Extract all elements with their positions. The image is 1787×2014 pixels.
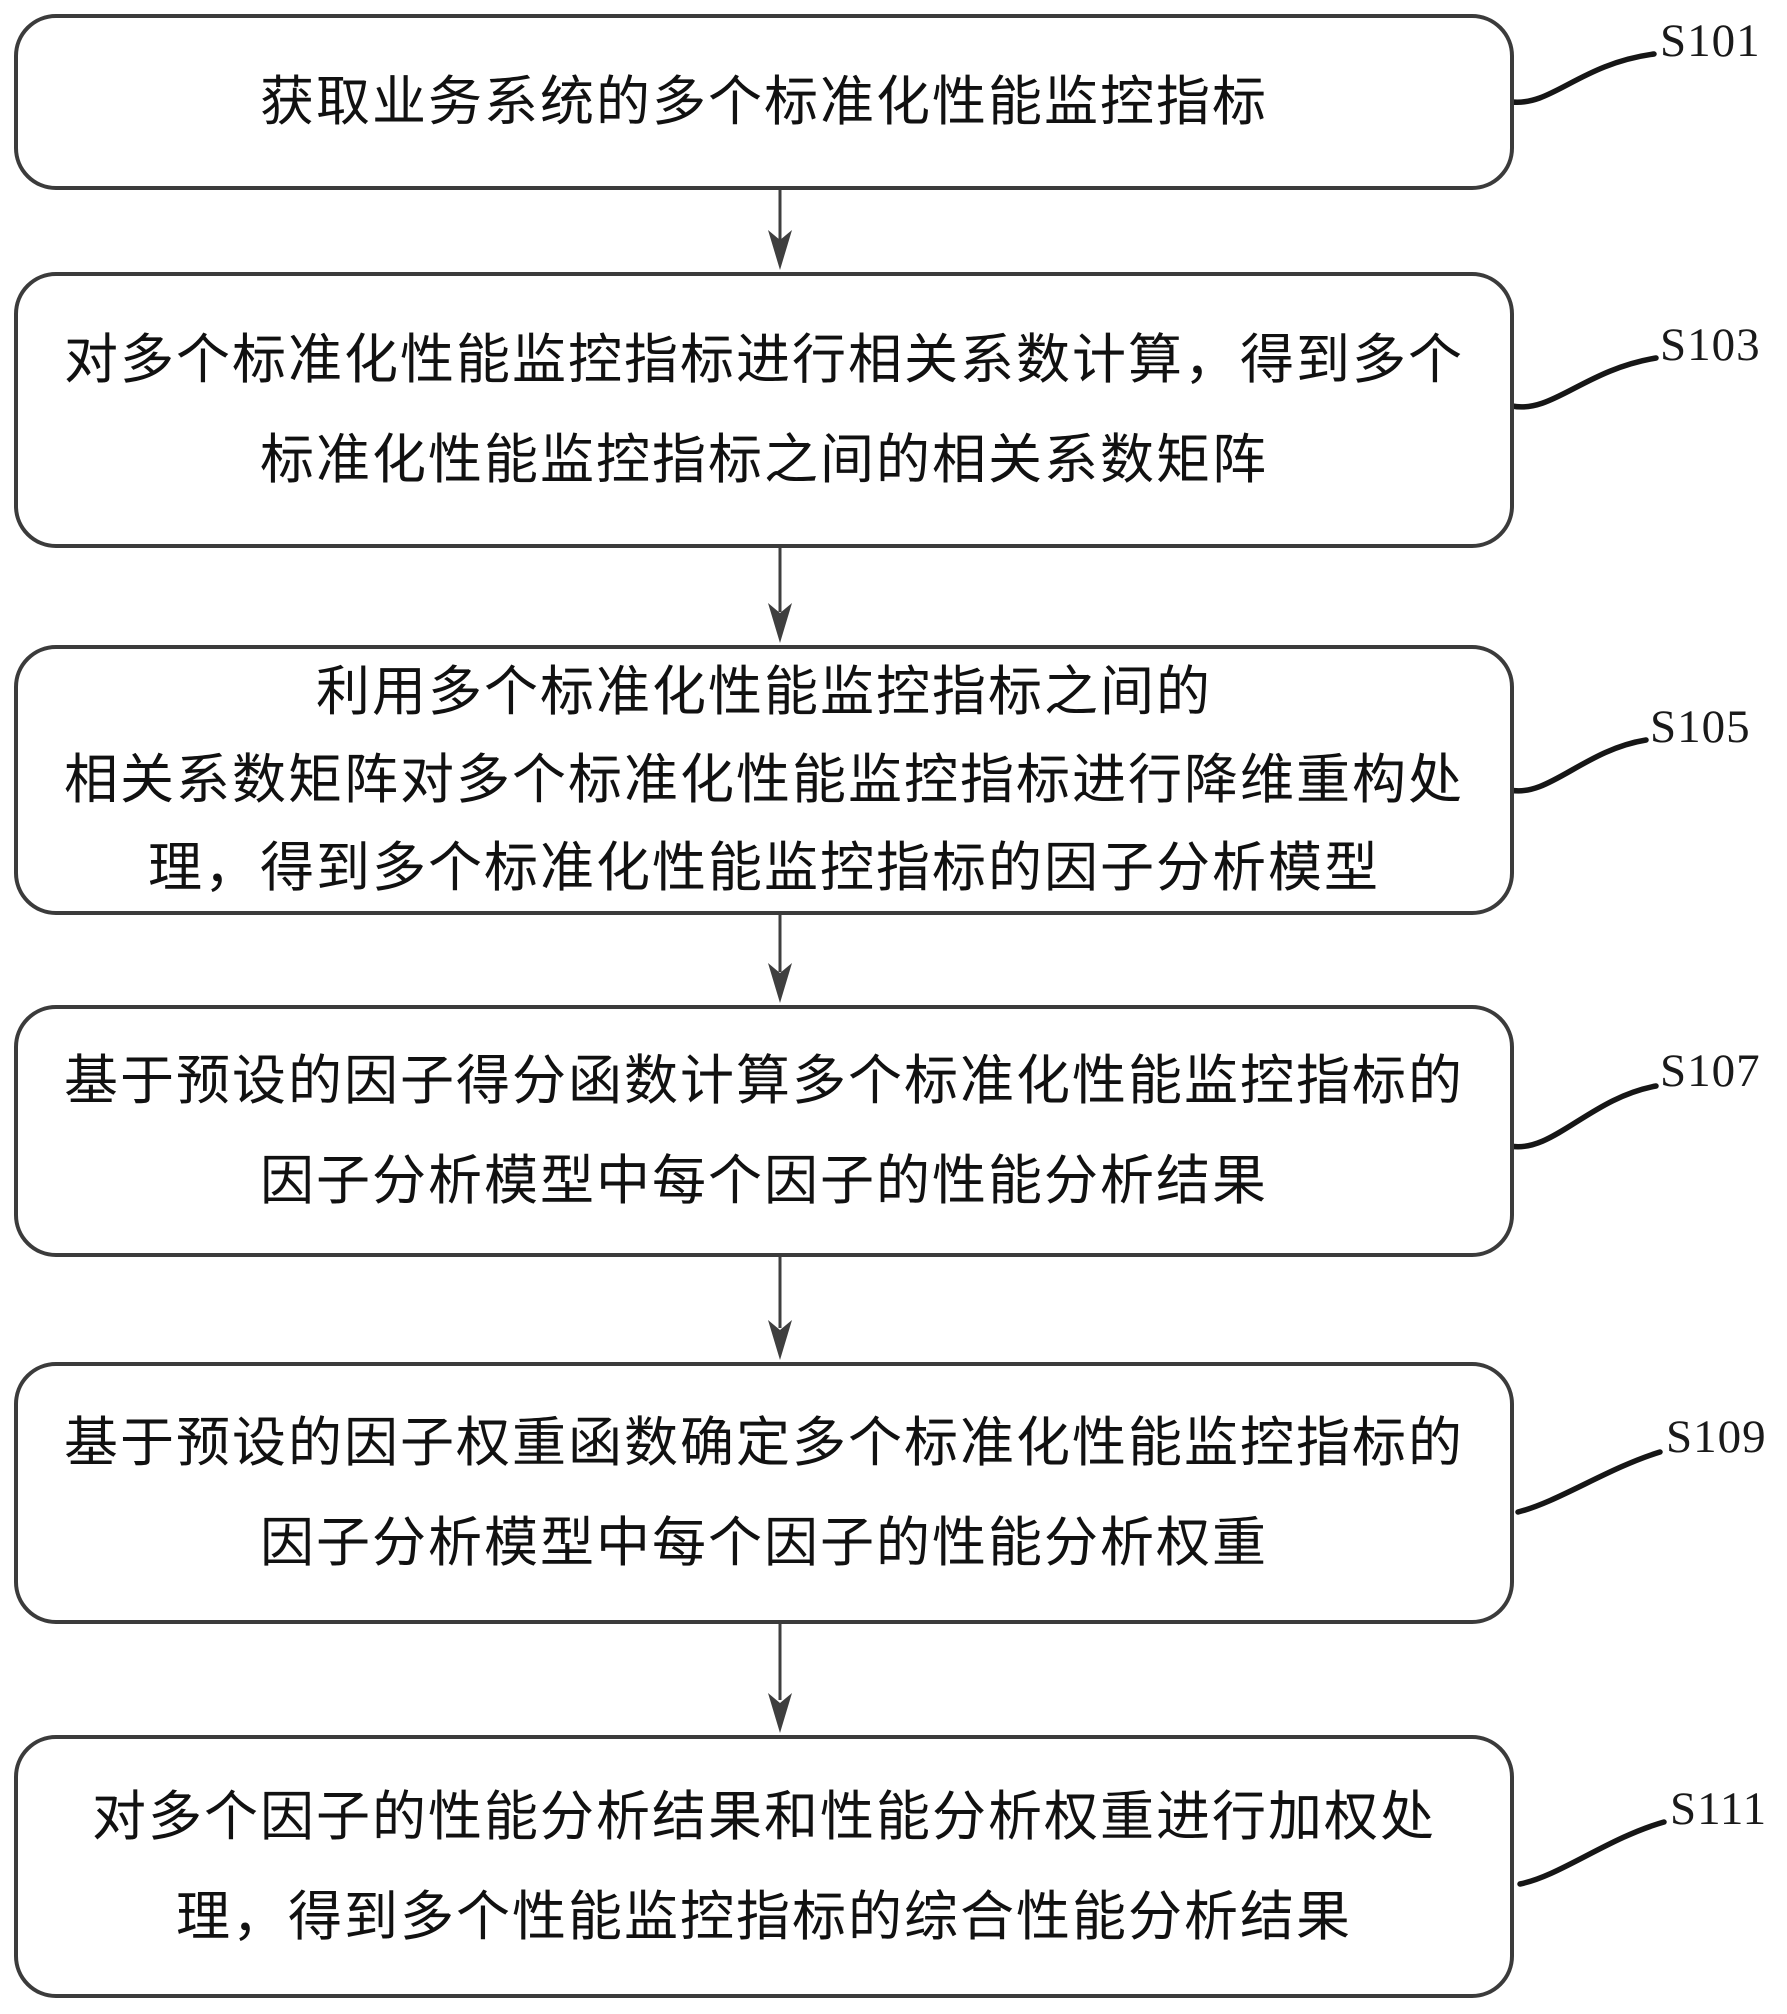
step-text: 标准化性能监控指标之间的相关系数矩阵 <box>260 430 1268 490</box>
label-connector-s107 <box>1507 1083 1659 1150</box>
step-box-s107: 基于预设的因子得分函数计算多个标准化性能监控指标的 因子分析模型中每个因子的性能… <box>14 1005 1514 1257</box>
step-text: 基于预设的因子权重函数确定多个标准化性能监控指标的 <box>64 1413 1464 1473</box>
step-label-s103: S103 <box>1660 319 1761 371</box>
step-text: 获取业务系统的多个标准化性能监控指标 <box>260 72 1268 132</box>
step-text: 对多个标准化性能监控指标进行相关系数计算，得到多个 <box>64 330 1464 390</box>
label-connector-s103 <box>1509 355 1659 410</box>
step-text: 因子分析模型中每个因子的性能分析权重 <box>260 1513 1268 1573</box>
label-connector-s105 <box>1507 737 1649 794</box>
step-label-s111: S111 <box>1670 1783 1768 1835</box>
step-box-s101: 获取业务系统的多个标准化性能监控指标 <box>14 14 1514 190</box>
step-box-s103: 对多个标准化性能监控指标进行相关系数计算，得到多个 标准化性能监控指标之间的相关… <box>14 272 1514 548</box>
step-text: 相关系数矩阵对多个标准化性能监控指标进行降维重构处 <box>64 750 1464 810</box>
label-connector-s111 <box>1517 1819 1667 1887</box>
step-text: 理，得到多个性能监控指标的综合性能分析结果 <box>176 1886 1352 1947</box>
step-label-s105: S105 <box>1650 701 1751 753</box>
step-box-s105: 利用多个标准化性能监控指标之间的 相关系数矩阵对多个标准化性能监控指标进行降维重… <box>14 645 1514 915</box>
flow-arrow <box>768 548 792 643</box>
step-label-s101: S101 <box>1660 15 1761 67</box>
label-connector-s109 <box>1515 1449 1663 1515</box>
step-text: 理，得到多个标准化性能监控指标的因子分析模型 <box>148 838 1380 898</box>
flow-arrow <box>768 1624 792 1733</box>
step-box-s109: 基于预设的因子权重函数确定多个标准化性能监控指标的 因子分析模型中每个因子的性能… <box>14 1362 1514 1624</box>
step-text: 因子分析模型中每个因子的性能分析结果 <box>260 1151 1268 1211</box>
step-text: 对多个因子的性能分析结果和性能分析权重进行加权处 <box>92 1786 1436 1847</box>
flow-arrow <box>768 915 792 1003</box>
step-text: 基于预设的因子得分函数计算多个标准化性能监控指标的 <box>64 1051 1464 1111</box>
step-box-s111: 对多个因子的性能分析结果和性能分析权重进行加权处 理，得到多个性能监控指标的综合… <box>14 1735 1514 1998</box>
label-connector-s101 <box>1509 51 1657 105</box>
step-text: 利用多个标准化性能监控指标之间的 <box>316 662 1212 722</box>
flow-arrow <box>768 190 792 270</box>
flow-arrow <box>768 1257 792 1360</box>
step-label-s107: S107 <box>1660 1045 1761 1097</box>
step-label-s109: S109 <box>1666 1411 1767 1463</box>
